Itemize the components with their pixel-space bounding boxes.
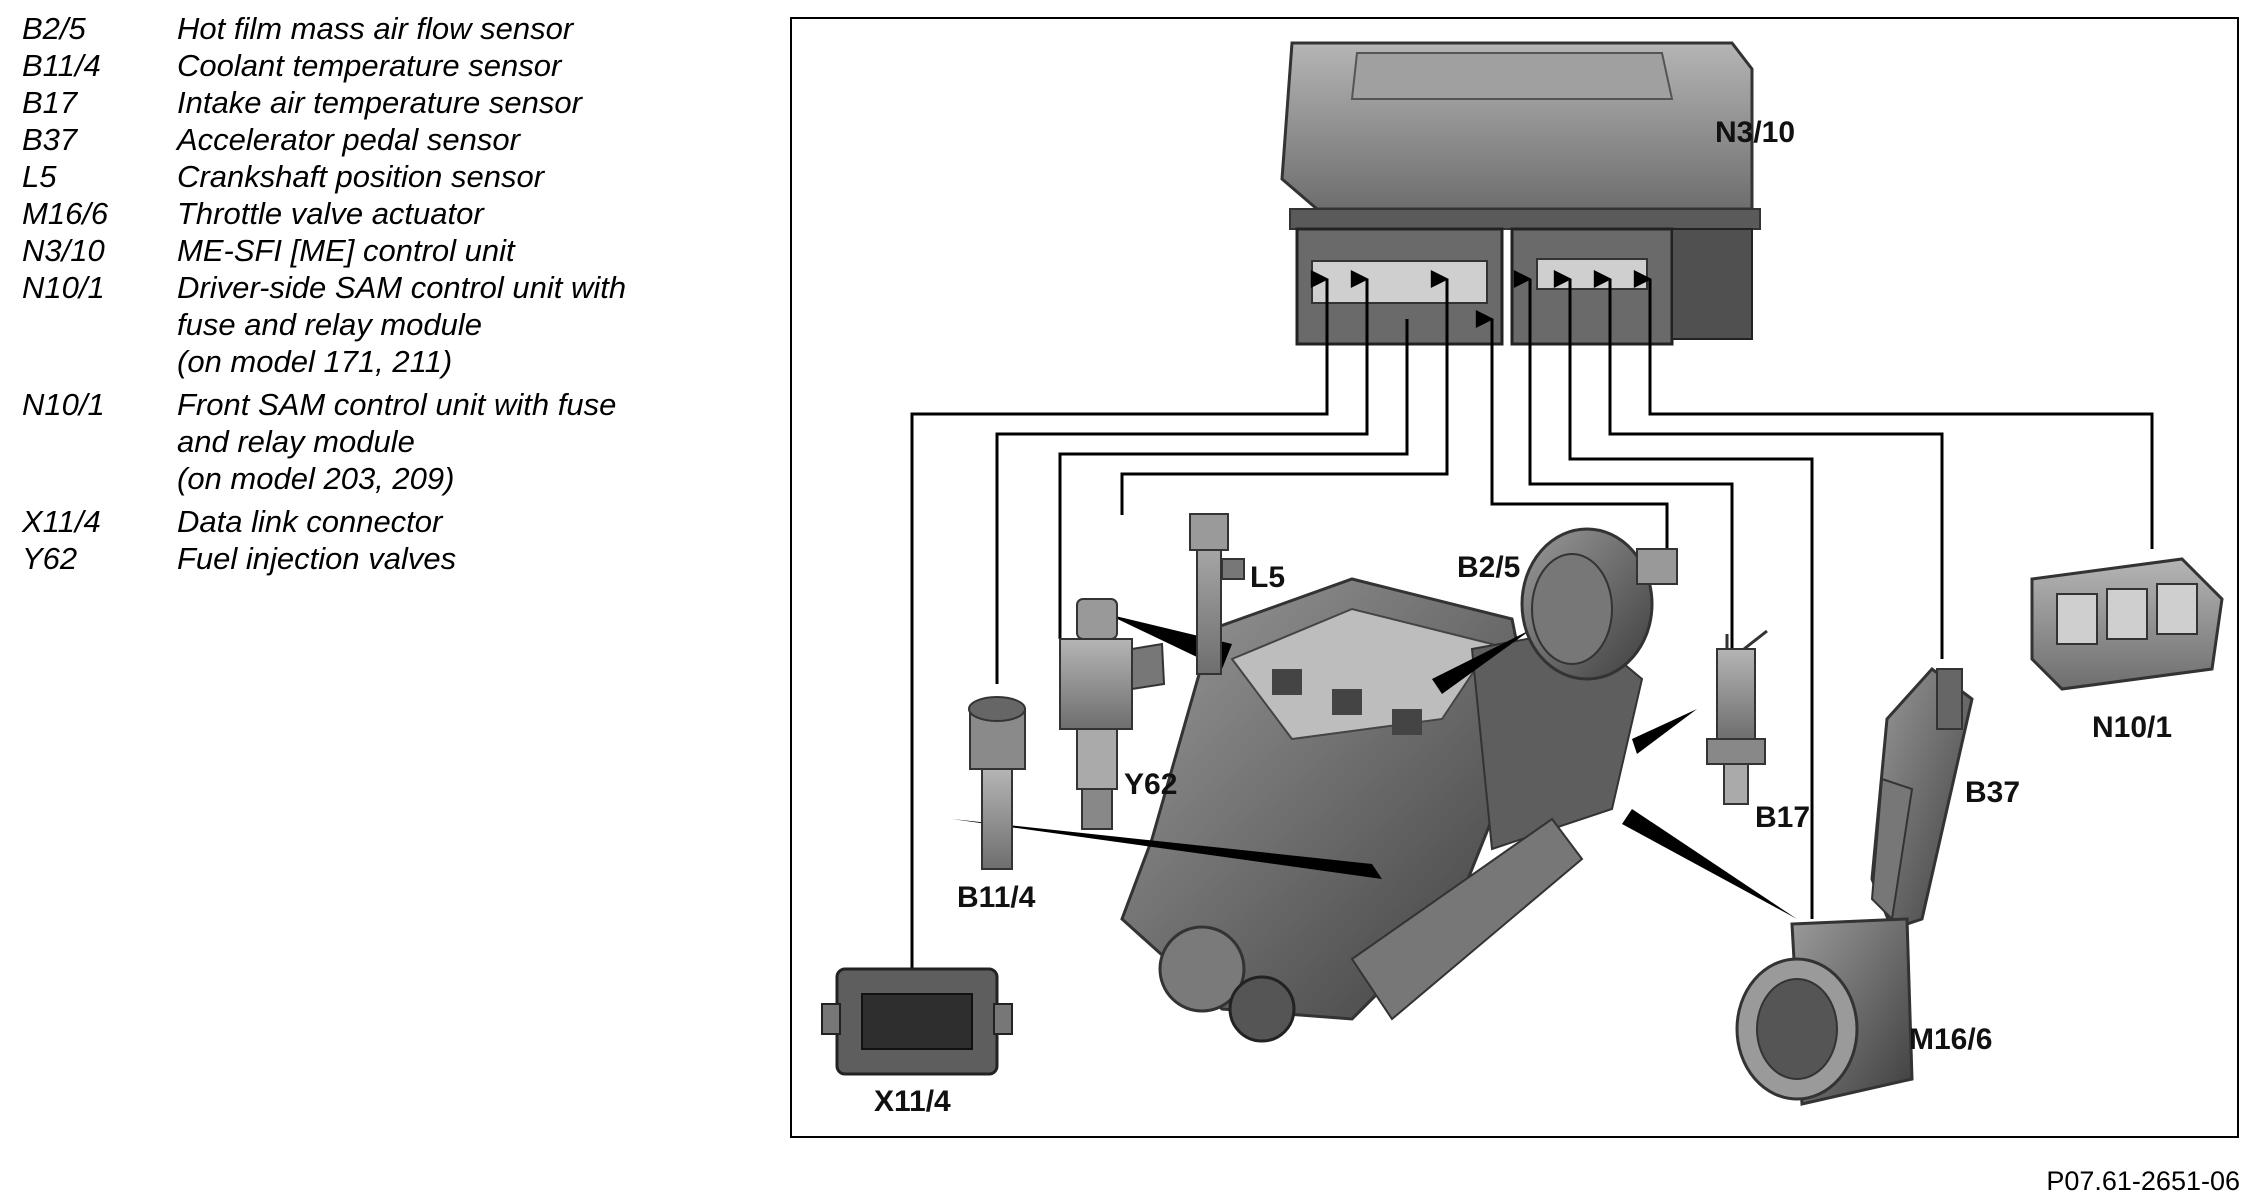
- label-b2-5: B2/5: [1457, 551, 1520, 584]
- legend-desc: Throttle valve actuator: [177, 196, 484, 231]
- wire-x11-4: [910, 270, 1329, 979]
- legend-code: N3/10: [22, 233, 105, 268]
- wire-b37: [1593, 270, 1944, 659]
- leader-m16-6: [1622, 809, 1797, 919]
- legend-row: B17 Intake air temperature sensor: [22, 84, 762, 121]
- label-m16-6: M16/6: [1909, 1023, 1992, 1056]
- leader-b2-5: [1432, 629, 1532, 694]
- legend-code: M16/6: [22, 196, 109, 231]
- label-n3-10: N3/10: [1715, 116, 1795, 149]
- wire-b2-5: [1475, 310, 1669, 559]
- legend-desc: Fuel injection valves: [177, 541, 457, 576]
- leader-b17: [1632, 709, 1697, 754]
- coolant-sensor-b11-4: [968, 696, 1026, 870]
- legend-row: B11/4 Coolant temperature sensor: [22, 47, 762, 84]
- engine-assembly: [1120, 577, 1644, 1043]
- fuel-injector-y62: [1059, 598, 1166, 830]
- legend-code: B2/5: [22, 11, 86, 46]
- legend-row: B2/5 Hot film mass air flow sensor: [22, 10, 762, 47]
- wire-b11-4: [995, 270, 1369, 684]
- wire-l5: [1120, 270, 1449, 515]
- legend-desc: Hot film mass air flow sensor: [177, 11, 574, 46]
- legend-row: B37 Accelerator pedal sensor: [22, 121, 762, 158]
- maf-sensor-b2-5: [1520, 527, 1678, 681]
- legend-code: L5: [22, 159, 57, 194]
- label-n10-1: N10/1: [2092, 711, 2172, 744]
- throttle-actuator-m16-6: [1735, 917, 1914, 1106]
- legend-desc: Driver-side SAM control unit with fuse a…: [177, 270, 627, 379]
- label-b17: B17: [1755, 801, 1810, 834]
- wire-b17: [1513, 270, 1734, 649]
- wire-m16-6: [1553, 270, 1814, 919]
- accelerator-pedal-b37: [1870, 666, 1974, 931]
- legend-code: B17: [22, 85, 78, 120]
- legend-row: N10/1 Front SAM control unit with fuse an…: [22, 386, 762, 497]
- legend-row: L5 Crankshaft position sensor: [22, 158, 762, 195]
- label-b37: B37: [1965, 776, 2020, 809]
- figure-code: P07.61-2651-06: [2046, 1166, 2240, 1196]
- legend-row: X11/4 Data link connector: [22, 503, 762, 540]
- legend-row: Y62 Fuel injection valves: [22, 540, 762, 577]
- legend-code: N10/1: [22, 270, 105, 305]
- legend-code: Y62: [22, 541, 78, 576]
- legend-desc: Coolant temperature sensor: [177, 48, 562, 83]
- wire-n10-1: [1633, 270, 2154, 549]
- legend-desc: ME-SFI [ME] control unit: [177, 233, 515, 268]
- sam-module-n10-1: [2030, 557, 2224, 691]
- legend-code: B11/4: [22, 48, 101, 83]
- wiring-diagram: N3/10 L5 B2/5 Y62 B17 B37 N10/1 B11/4 M1…: [790, 17, 2239, 1138]
- label-y62: Y62: [1124, 768, 1177, 801]
- legend-row: N10/1 Driver-side SAM control unit with f…: [22, 269, 762, 380]
- wire-y62: [1058, 319, 1409, 639]
- legend-row: M16/6 Throttle valve actuator: [22, 195, 762, 232]
- label-l5: L5: [1250, 561, 1285, 594]
- legend-code: X11/4: [22, 504, 101, 539]
- leader-b11-4: [952, 819, 1382, 879]
- intake-temp-sensor-b17: [1706, 629, 1768, 805]
- crankshaft-sensor-l5: [1189, 513, 1245, 675]
- wiring-harness: [910, 270, 2154, 979]
- diagram-canvas: N3/10 L5 B2/5 Y62 B17 B37 N10/1 B11/4 M1…: [821, 41, 2224, 1118]
- label-b11-4: B11/4: [957, 881, 1036, 914]
- legend-desc: Front SAM control unit with fuse and rel…: [177, 387, 617, 496]
- data-link-connector-x11-4: [821, 967, 1013, 1076]
- legend-desc: Crankshaft position sensor: [177, 159, 545, 194]
- legend-code: B37: [22, 122, 78, 157]
- label-x11-4: X11/4: [874, 1085, 951, 1118]
- legend-desc: Data link connector: [177, 504, 443, 539]
- legend-code: N10/1: [22, 387, 105, 422]
- leader-wedges: [952, 614, 1797, 919]
- legend-row: N3/10 ME-SFI [ME] control unit: [22, 232, 762, 269]
- control-unit-n3-10: [1280, 41, 1761, 346]
- legend-desc: Accelerator pedal sensor: [177, 122, 520, 157]
- legend-desc: Intake air temperature sensor: [177, 85, 582, 120]
